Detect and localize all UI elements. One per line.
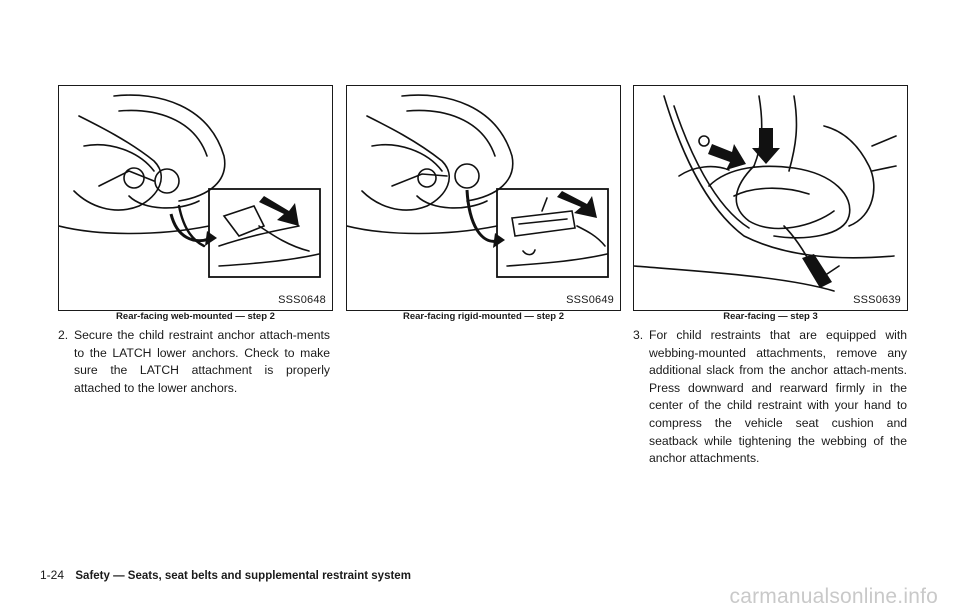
figure-caption: Rear-facing — step 3: [723, 311, 818, 322]
figure-caption: Rear-facing web-mounted — step 2: [116, 311, 275, 322]
figure-caption: Rear-facing rigid-mounted — step 2: [403, 311, 564, 322]
page-number: 1-24: [40, 568, 65, 582]
watermark: carmanualsonline.info: [729, 585, 938, 608]
figure-rigid-mounted: SSS0649: [346, 85, 621, 311]
figure-code: SSS0639: [853, 294, 901, 306]
figure-code: SSS0649: [566, 294, 614, 306]
figure-step-3: SSS0639: [633, 85, 908, 311]
step-3: 3. For child restraints that are equippe…: [633, 327, 907, 468]
section-title: Safety — Seats, seat belts and supplemen…: [75, 570, 411, 582]
step-2: 2. Secure the child restraint anchor att…: [58, 327, 330, 397]
illustration-press-down: [634, 95, 897, 292]
figure-code: SSS0648: [278, 294, 326, 306]
illustration-web-mounted: [59, 94, 321, 278]
illustration-rigid-mounted: [347, 94, 609, 278]
figure-web-mounted: SSS0648: [58, 85, 333, 311]
step-text: Secure the child restraint anchor attach…: [74, 328, 330, 395]
step-text: For child restraints that are equipped w…: [649, 328, 907, 466]
step-number: 3.: [633, 328, 644, 342]
step-number: 2.: [58, 328, 69, 342]
page-footer: 1-24 Safety — Seats, seat belts and supp…: [40, 568, 411, 582]
